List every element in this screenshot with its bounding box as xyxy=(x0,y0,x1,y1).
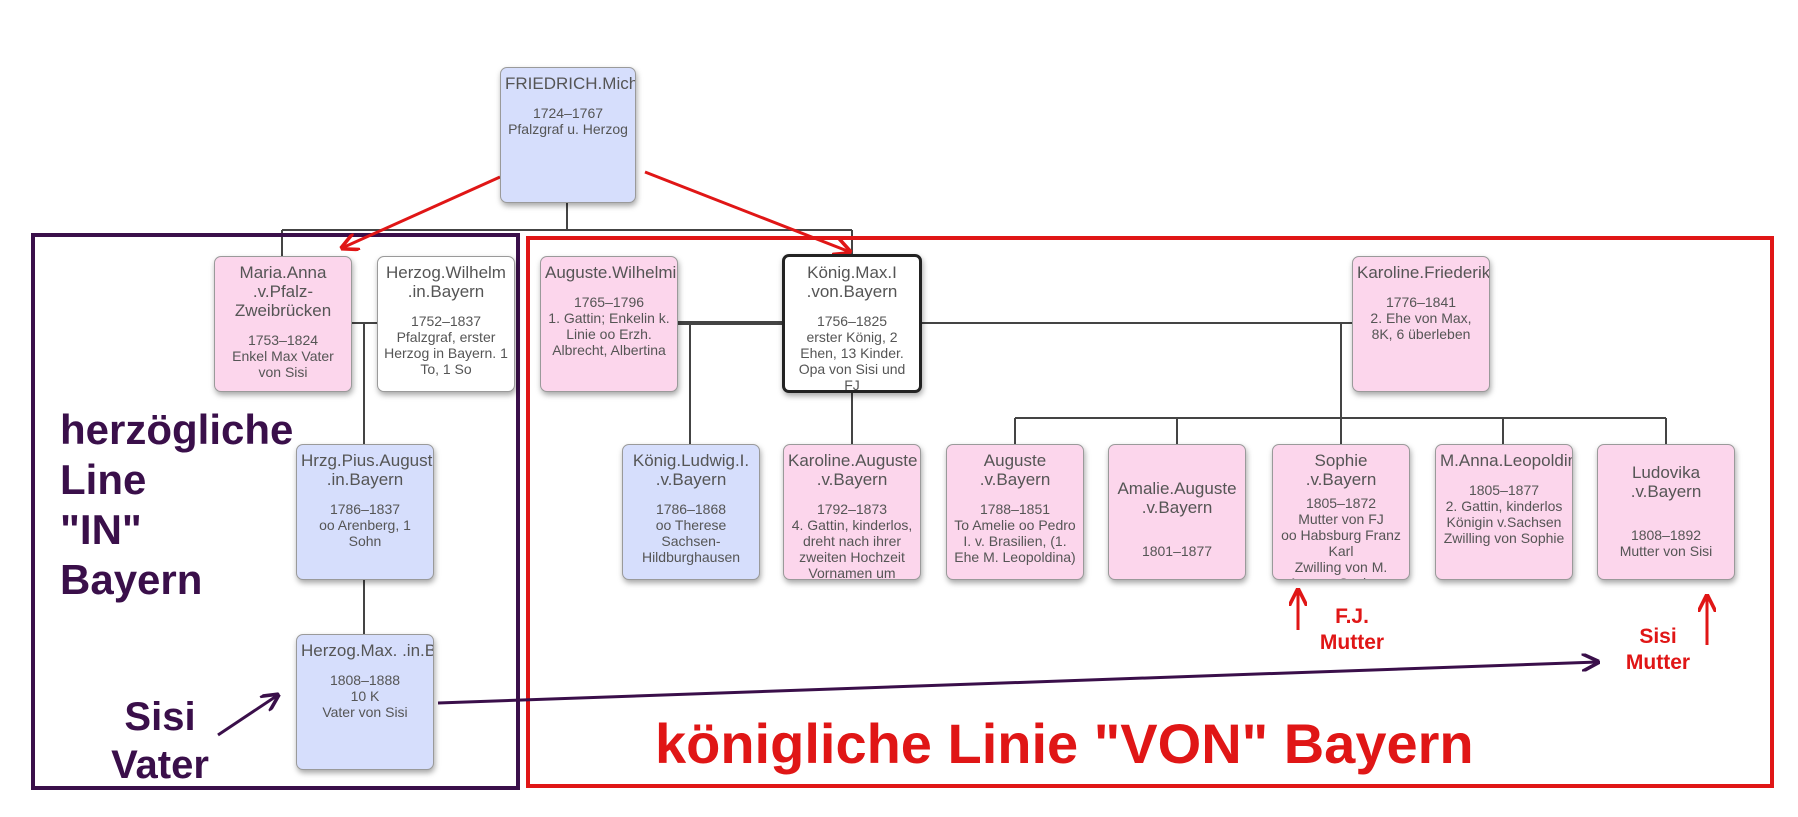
node-desc: Enkel Max Vater von Sisi xyxy=(232,348,334,380)
node-desc: To Amelie oo Pedro I. v. Brasilien, (1. … xyxy=(954,517,1076,565)
node-maria-anna[interactable]: Maria.Anna .v.Pfalz- Zweibrücken 1753–18… xyxy=(214,256,352,392)
node-friedrich[interactable]: FRIEDRICH.Michael .v.Pfalz- Zweibrücken … xyxy=(500,67,636,203)
node-karoline-friederike[interactable]: Karoline.Friederike .v.Baden 1776–1841 2… xyxy=(1352,256,1490,392)
node-desc: Mutter von FJ oo Habsburg Franz Karl Zwi… xyxy=(1281,511,1401,579)
red-arrow-right xyxy=(644,170,850,252)
node-years: 1752–1837 xyxy=(410,313,482,329)
node-desc: Pfalzgraf u. Herzog xyxy=(508,121,628,137)
node-years: 1756–1825 xyxy=(816,313,888,329)
sisi-vater-label: Sisi Vater xyxy=(111,695,209,787)
node-name: Ludovika .v.Bayern xyxy=(1630,463,1702,501)
node-auguste[interactable]: Auguste .v.Bayern 1788–1851 To Amelie oo… xyxy=(946,444,1084,580)
node-wilhelm[interactable]: Herzog.Wilhelm .in.Bayern 1752–1837 Pfal… xyxy=(377,256,515,392)
herzog-line-label: herzögliche Line "IN" Bayern xyxy=(60,406,294,603)
node-years: 1753–1824 xyxy=(247,332,319,348)
node-years: 1801–1877 xyxy=(1141,543,1213,559)
node-years: 1808–1888 xyxy=(329,672,401,688)
koenig-line-frame xyxy=(526,236,1774,788)
node-karoline-auguste[interactable]: Karoline.Auguste .v.Bayern 1792–1873 4. … xyxy=(783,444,921,580)
koenig-line-label: königliche Linie "VON" Bayern xyxy=(655,712,1474,775)
node-max-koenig[interactable]: König.Max.I .von.Bayern 1756–1825 erster… xyxy=(782,254,922,393)
node-desc: 4. Gattin, kinderlos, dreht nach ihrer z… xyxy=(791,517,913,580)
purple-arrow-long xyxy=(437,662,1598,705)
node-name: Karoline.Auguste .v.Bayern xyxy=(788,451,918,489)
node-desc: oo Therese Sachsen- Hildburghausen xyxy=(641,517,741,565)
node-years: 1805–1877 xyxy=(1468,482,1540,498)
node-years: 1776–1841 xyxy=(1385,294,1457,310)
node-name: M.Anna.Leopoldine .v.Bayern xyxy=(1440,451,1573,470)
node-max-herzog[interactable]: Herzog.Max. .in.Bayern.Wittelsbach 1808–… xyxy=(296,634,434,770)
node-sophie[interactable]: Sophie .v.Bayern 1805–1872 Mutter von FJ… xyxy=(1272,444,1410,580)
node-name: Herzog.Wilhelm .in.Bayern xyxy=(386,263,506,301)
node-name: Karoline.Friederike .v.Baden xyxy=(1357,263,1490,282)
node-desc: 10 K Vater von Sisi xyxy=(322,688,408,720)
node-years: 1724–1767 xyxy=(532,105,604,121)
fj-mutter-label: F.J. Mutter xyxy=(1319,605,1385,654)
node-years: 1786–1868 xyxy=(655,501,727,517)
node-name: Herzog.Max. .in.Bayern.Wittelsbach xyxy=(301,641,434,660)
node-years: 1765–1796 xyxy=(573,294,645,310)
red-arrow-left xyxy=(342,175,501,248)
sisi-mutter-label: Sisi Mutter xyxy=(1625,625,1691,674)
node-amalie[interactable]: Amalie.Auguste .v.Bayern 1801–1877 xyxy=(1108,444,1246,580)
node-name: Auguste .v.Bayern xyxy=(979,451,1051,489)
node-name: Sophie .v.Bayern xyxy=(1305,451,1377,489)
node-desc: Mutter von Sisi xyxy=(1619,543,1713,559)
node-ludwig[interactable]: König.Ludwig.I. .v.Bayern 1786–1868 oo T… xyxy=(622,444,760,580)
node-name: Maria.Anna .v.Pfalz- Zweibrücken xyxy=(234,263,332,320)
node-name: König.Max.I .von.Bayern xyxy=(806,263,898,301)
node-desc: Pfalzgraf, erster Herzog in Bayern. 1 To… xyxy=(384,329,508,377)
node-years: 1788–1851 xyxy=(979,501,1051,517)
node-name: König.Ludwig.I. .v.Bayern xyxy=(632,451,750,489)
node-desc: 2. Ehe von Max, 8K, 6 überleben xyxy=(1370,310,1472,342)
node-name: Auguste.Wilhelmine Hessen- Darmstadt xyxy=(545,263,677,282)
node-desc: erster König, 2 Ehen, 13 Kinder. Opa von… xyxy=(798,329,906,393)
herzog-line-frame xyxy=(31,233,520,790)
purple-arrow-vater xyxy=(217,695,278,737)
node-years: 1786–1837 xyxy=(329,501,401,517)
node-ludovika[interactable]: Ludovika .v.Bayern 1808–1892 Mutter von … xyxy=(1597,444,1735,580)
node-years: 1805–1872 xyxy=(1305,495,1377,511)
node-years: 1808–1892 xyxy=(1630,527,1702,543)
node-desc: oo Arenberg, 1 Sohn xyxy=(319,517,411,549)
tree-connectors xyxy=(281,203,1667,634)
node-desc: 2. Gattin, kinderlos Königin v.Sachsen Z… xyxy=(1443,498,1565,546)
node-auguste-wilhelmine[interactable]: Auguste.Wilhelmine Hessen- Darmstadt 176… xyxy=(540,256,678,392)
node-years: 1792–1873 xyxy=(816,501,888,517)
node-name: FRIEDRICH.Michael .v.Pfalz- Zweibrücken xyxy=(505,74,635,93)
node-pius[interactable]: Hrzg.Pius.August .in.Bayern 1786–1837 oo… xyxy=(296,444,434,580)
node-name: Hrzg.Pius.August .in.Bayern xyxy=(301,451,433,489)
node-m-anna[interactable]: M.Anna.Leopoldine .v.Bayern 1805–1877 2.… xyxy=(1435,444,1573,580)
node-desc: 1. Gattin; Enkelin k. Linie oo Erzh. Alb… xyxy=(548,310,670,358)
node-name: Amalie.Auguste .v.Bayern xyxy=(1117,479,1237,517)
